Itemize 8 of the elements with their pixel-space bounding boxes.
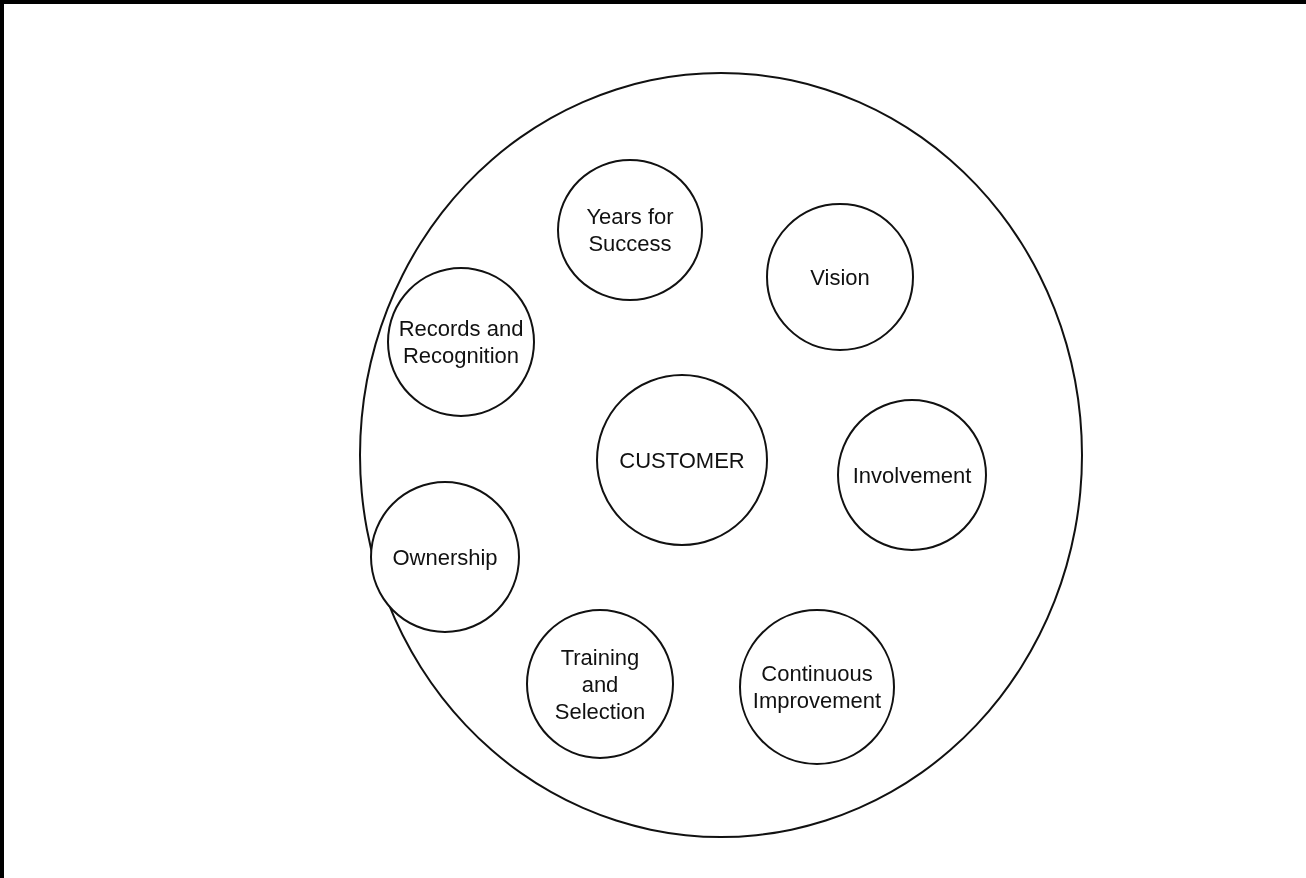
circle-label: CUSTOMER (619, 446, 745, 474)
circle-label: Records and Recognition (397, 315, 525, 369)
circle-label: Training and Selection (553, 643, 647, 725)
circle-label: Ownership (392, 543, 498, 571)
circle-label: Continuous Improvement (751, 660, 883, 714)
circle-label: Vision (810, 263, 870, 291)
circle-label: Years for Success (585, 203, 675, 257)
circle-label: Involvement (852, 461, 972, 489)
